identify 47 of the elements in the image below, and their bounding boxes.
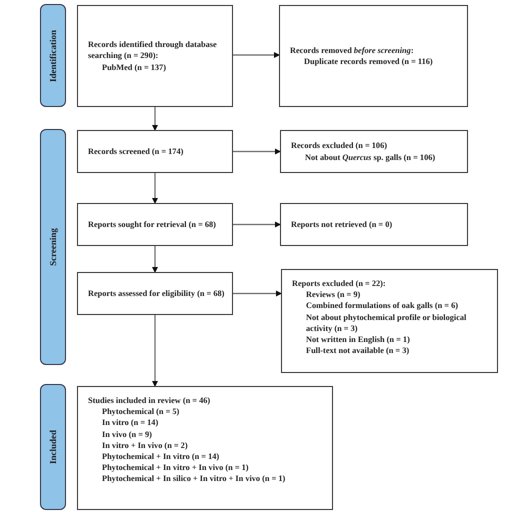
arrow (152, 246, 158, 273)
box-item: Not written in English (n = 1) (305, 334, 411, 346)
box-item: In vitro + In vivo (n = 2) (101, 440, 189, 452)
arrow (233, 52, 280, 58)
box-heading: Reports sought for retrieval (n = 68) (88, 218, 217, 230)
process-box (77, 130, 233, 173)
box-item: In vivo (n = 9) (101, 428, 153, 440)
included-stage-band (40, 384, 66, 510)
box-item: Duplicate records removed (n = 116) (303, 56, 434, 68)
box-heading: Reports not retrieved (n = 0) (291, 218, 394, 230)
process-box (77, 386, 333, 510)
box-heading: Reports assessed for eligibility (n = 68) (88, 288, 226, 300)
process-box (280, 130, 468, 173)
screening-stage-band (40, 129, 66, 365)
box-item: In vitro (n = 14) (101, 417, 160, 429)
stage-label: Identification (48, 30, 58, 82)
box-item: Phytochemical + In vitro (n = 14) (101, 451, 220, 462)
box-item: Phytochemical (n = 5) (101, 406, 180, 418)
process-box (281, 269, 498, 373)
box-heading: Records identified through database searching (n = 290): (88, 39, 218, 62)
box-heading: Records excluded (n = 106) (291, 140, 388, 152)
arrow (233, 290, 282, 296)
stage-label: Screening (48, 228, 58, 266)
box-item: Full-text not available (n = 3) (305, 345, 410, 356)
box-heading: Reports excluded (n = 22): (292, 278, 387, 290)
process-box (77, 5, 233, 107)
box-item: Phytochemical + In silico + In vitro + In vivo (n = 1) (101, 473, 286, 485)
box-item: Phytochemical + In vitro + In vivo (n = 1) (101, 462, 250, 474)
process-box (280, 203, 468, 246)
box-item: Not about Quercus sp. galls (n = 106) (304, 152, 436, 163)
arrow (152, 315, 158, 387)
box-heading: Records removed before screening: (290, 44, 415, 56)
box-item: Not about phytochemical profile or biological activity (n = 3) (305, 312, 468, 334)
box-item: PubMed (n = 137) (101, 62, 167, 73)
box-heading: Studies included in review (n = 46) (88, 395, 212, 406)
arrow (233, 222, 281, 228)
box-item: Combined formulations of oak galls (n = 6) (305, 300, 460, 312)
identification-stage-band (40, 4, 66, 107)
arrow (152, 173, 158, 204)
process-box (279, 5, 468, 107)
stage-label: Included (48, 430, 58, 464)
process-box (77, 272, 233, 315)
box-heading: Records screened (n = 174) (88, 146, 184, 158)
process-box (77, 203, 233, 246)
box-item: Reviews (n = 9) (305, 289, 362, 300)
arrow (152, 107, 158, 131)
arrow (233, 148, 281, 154)
